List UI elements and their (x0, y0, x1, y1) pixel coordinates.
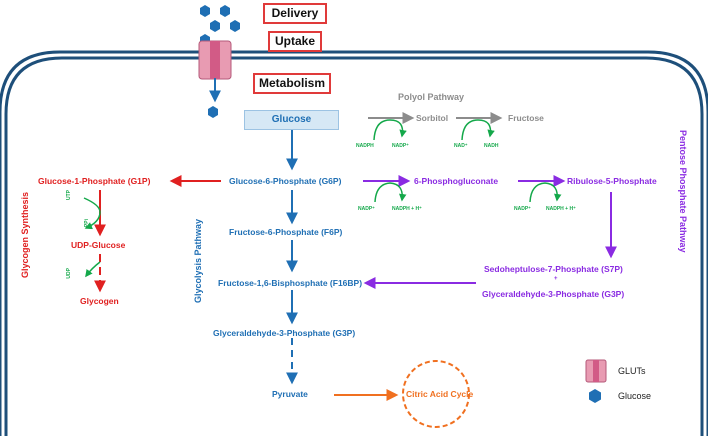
glycolysis-pathway-title: Glycolysis Pathway (193, 218, 203, 303)
ppp-nadph-2: NADPH + H⁺ (546, 206, 576, 212)
metabolism-label: Metabolism (253, 73, 331, 94)
glycogen-synthesis-title: Glycogen Synthesis (20, 191, 30, 278)
phosphogluconate-node: 6-Phosphogluconate (414, 176, 499, 186)
glycogen-node: Glycogen (80, 296, 119, 306)
g3p-node: Glyceraldehyde-3-Phosphate (G3P) (213, 328, 356, 338)
polyol-pathway-title: Polyol Pathway (398, 92, 465, 102)
ppi-cofactor: PPi (84, 219, 90, 228)
intracellular-glucose-icon (208, 106, 218, 118)
uptake-label: Uptake (268, 31, 322, 52)
polyol-nadp: NADP⁺ (392, 143, 409, 149)
sorbitol-node: Sorbitol (416, 113, 449, 123)
delivery-label: Delivery (263, 3, 327, 24)
citric-acid-cycle-label: Citric Acid Cycle (406, 389, 474, 399)
legend-glucose-icon (589, 389, 601, 403)
f6p-node: Fructose-6-Phosphate (F6P) (229, 227, 343, 237)
citric-acid-cycle-circle (402, 360, 470, 428)
glucose-node: Glucose (244, 110, 339, 130)
udp-cofactor: UDP (66, 268, 72, 279)
ppp-title: Pentose Phosphate Pathway (678, 130, 688, 253)
s7p-node: Sedoheptulose-7-Phosphate (S7P) (484, 264, 623, 274)
glut-transporter-icon (198, 40, 232, 80)
polyol-nadh: NADH (484, 143, 499, 149)
polyol-nadph: NADPH (356, 143, 374, 149)
pyruvate-node: Pyruvate (272, 389, 308, 399)
udp-glucose-node: UDP-Glucose (71, 240, 126, 250)
legend-glut-icon (585, 359, 607, 383)
cell-membrane-inner (4, 56, 704, 436)
fructose-node: Fructose (508, 113, 544, 123)
g1p-node: Glucose-1-Phosphate (G1P) (38, 176, 151, 186)
g6p-node: Glucose-6-Phosphate (G6P) (229, 176, 342, 186)
legend-gluts-label: GLUTs (618, 366, 646, 376)
ppp-nadp-2: NADP⁺ (514, 206, 531, 212)
ppp-nadph-1: NADPH + H⁺ (392, 206, 422, 212)
polyol-nad: NAD⁺ (454, 143, 468, 149)
utp-cofactor: UTP (66, 190, 72, 200)
ppp-g3p-node: Glyceraldehyde-3-Phosphate (G3P) (482, 289, 625, 299)
f16bp-node: Fructose-1,6-Bisphosphate (F16BP) (218, 278, 363, 288)
s7p-g3p-plus: + (554, 276, 558, 282)
cell-membrane-outer (0, 50, 708, 436)
legend-glucose-label: Glucose (618, 391, 652, 401)
extracellular-glucose-icons (200, 5, 240, 46)
ribulose-node: Ribulose-5-Phosphate (567, 176, 657, 186)
ppp-nadp-1: NADP⁺ (358, 206, 375, 212)
